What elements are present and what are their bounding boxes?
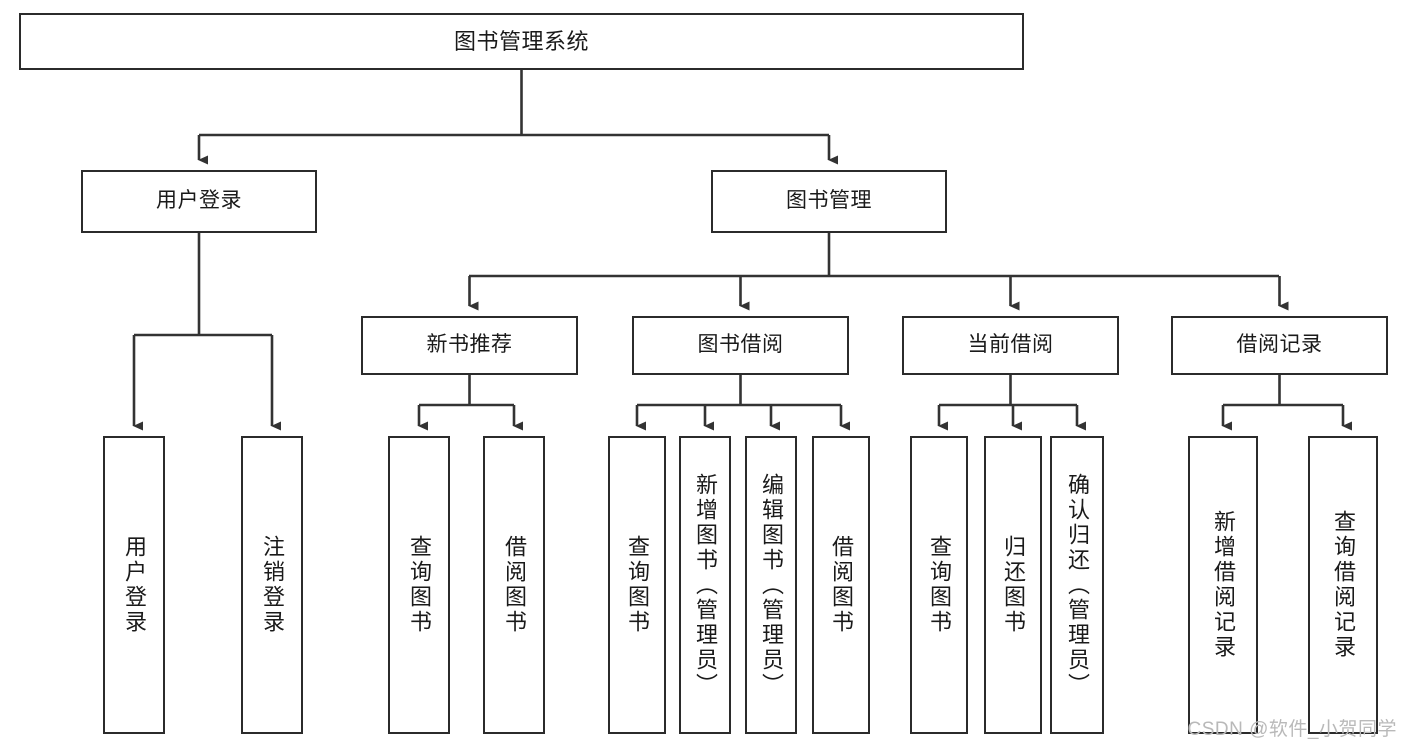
watermark-text: CSDN @软件_小贺同学 [1187, 719, 1397, 740]
node-label: 图书管理 [786, 189, 872, 213]
node-leaf-query-book-3[interactable]: 查询图书 [910, 436, 968, 734]
node-leaf-return-book[interactable]: 归还图书 [984, 436, 1042, 734]
node-bookmgmt[interactable]: 图书管理 [711, 170, 947, 233]
node-label: 查询图书 [624, 535, 650, 635]
node-label: 新增借阅记录 [1210, 510, 1236, 660]
node-leaf-logout[interactable]: 注销登录 [241, 436, 303, 734]
node-borrow[interactable]: 图书借阅 [632, 316, 849, 375]
node-label: 用户登录 [156, 189, 242, 213]
node-label: 查询图书 [926, 535, 952, 635]
node-leaf-borrow-book-2[interactable]: 借阅图书 [812, 436, 870, 734]
node-label: 编辑图书（管理员） [758, 472, 784, 698]
node-label: 借阅图书 [501, 535, 527, 635]
node-leaf-edit-book[interactable]: 编辑图书（管理员） [745, 436, 797, 734]
node-label: 图书借阅 [697, 333, 784, 357]
node-label: 查询图书 [406, 535, 432, 635]
node-leaf-user-login[interactable]: 用户登录 [103, 436, 165, 734]
node-label: 当前借阅 [967, 333, 1054, 357]
node-label: 新书推荐 [426, 333, 513, 357]
node-label: 借阅记录 [1236, 333, 1323, 357]
node-login[interactable]: 用户登录 [81, 170, 317, 233]
node-current[interactable]: 当前借阅 [902, 316, 1119, 375]
node-leaf-query-book-2[interactable]: 查询图书 [608, 436, 666, 734]
node-records[interactable]: 借阅记录 [1171, 316, 1388, 375]
node-leaf-confirm-return[interactable]: 确认归还（管理员） [1050, 436, 1104, 734]
node-label: 注销登录 [259, 535, 285, 635]
node-leaf-query-book-1[interactable]: 查询图书 [388, 436, 450, 734]
node-label: 确认归还（管理员） [1064, 472, 1090, 698]
node-label: 用户登录 [121, 535, 147, 635]
node-root[interactable]: 图书管理系统 [19, 13, 1024, 70]
node-leaf-query-record[interactable]: 查询借阅记录 [1308, 436, 1378, 734]
node-leaf-add-record[interactable]: 新增借阅记录 [1188, 436, 1258, 734]
node-newbook[interactable]: 新书推荐 [361, 316, 578, 375]
node-leaf-add-book[interactable]: 新增图书（管理员） [679, 436, 731, 734]
node-label: 归还图书 [1000, 535, 1026, 635]
node-label: 图书管理系统 [453, 28, 589, 54]
node-leaf-borrow-book-1[interactable]: 借阅图书 [483, 436, 545, 734]
node-label: 借阅图书 [828, 535, 854, 635]
node-label: 查询借阅记录 [1330, 510, 1356, 660]
node-label: 新增图书（管理员） [692, 472, 718, 698]
